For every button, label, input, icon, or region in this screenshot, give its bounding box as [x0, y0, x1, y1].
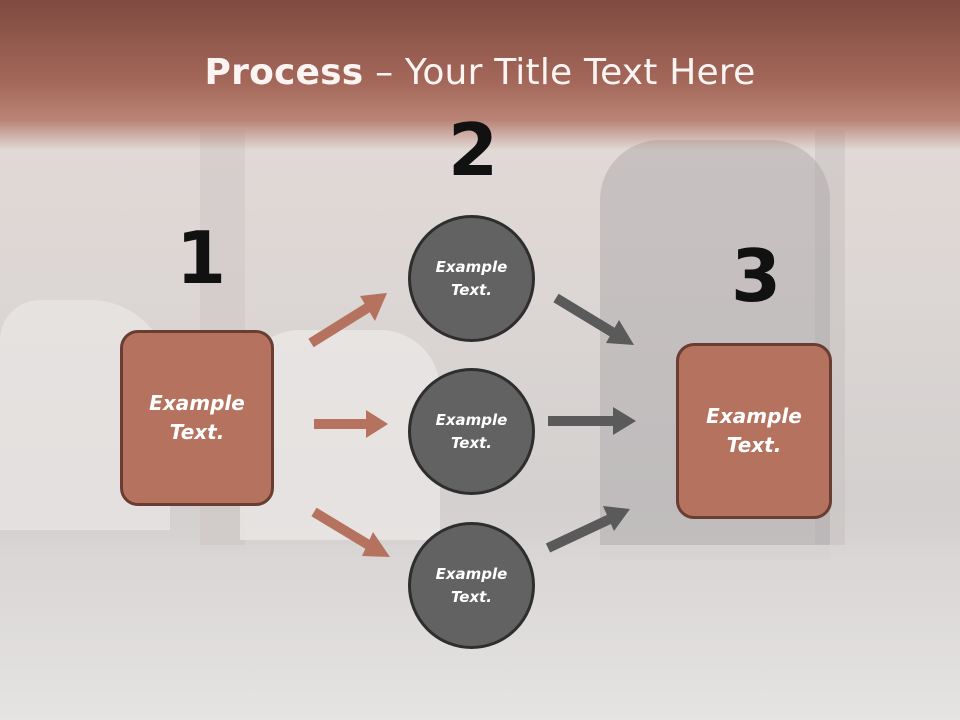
- arrow-right-mid-head: [613, 407, 636, 435]
- right-step-box: Example Text.: [676, 343, 832, 519]
- step-circle-middle: Example Text.: [408, 368, 535, 495]
- step-number-1: 1: [176, 216, 227, 300]
- arrow-right-up: [545, 513, 615, 553]
- arrow-left-up-head: [360, 293, 387, 321]
- title-band: [0, 0, 960, 150]
- left-arrows: [308, 293, 390, 557]
- slide-title: Process – Your Title Text Here: [0, 52, 960, 93]
- arrow-left-up: [308, 300, 375, 348]
- step-number-3: 3: [731, 234, 782, 318]
- arrow-right-down: [553, 293, 620, 340]
- step-circle-top-text: Example Text.: [435, 257, 508, 299]
- title-rest: – Your Title Text Here: [363, 52, 756, 93]
- arrow-right-down-head: [606, 320, 634, 345]
- arrow-left-down: [311, 507, 375, 552]
- step-circle-middle-text: Example Text.: [435, 410, 508, 452]
- right-arrows: [545, 293, 636, 553]
- right-step-box-text: Example Text.: [706, 404, 802, 457]
- step-circle-bottom: Example Text.: [408, 522, 535, 649]
- step-circle-bottom-text: Example Text.: [435, 564, 508, 606]
- left-step-box: Example Text.: [120, 330, 274, 506]
- left-step-box-text: Example Text.: [149, 391, 245, 444]
- arrow-left-down-head: [362, 532, 390, 557]
- arrow-right-up-head: [603, 506, 630, 531]
- step-circle-top: Example Text.: [408, 215, 535, 342]
- title-bold: Process: [204, 52, 364, 93]
- arrow-left-mid-head: [366, 410, 388, 438]
- step-number-2: 2: [448, 108, 499, 192]
